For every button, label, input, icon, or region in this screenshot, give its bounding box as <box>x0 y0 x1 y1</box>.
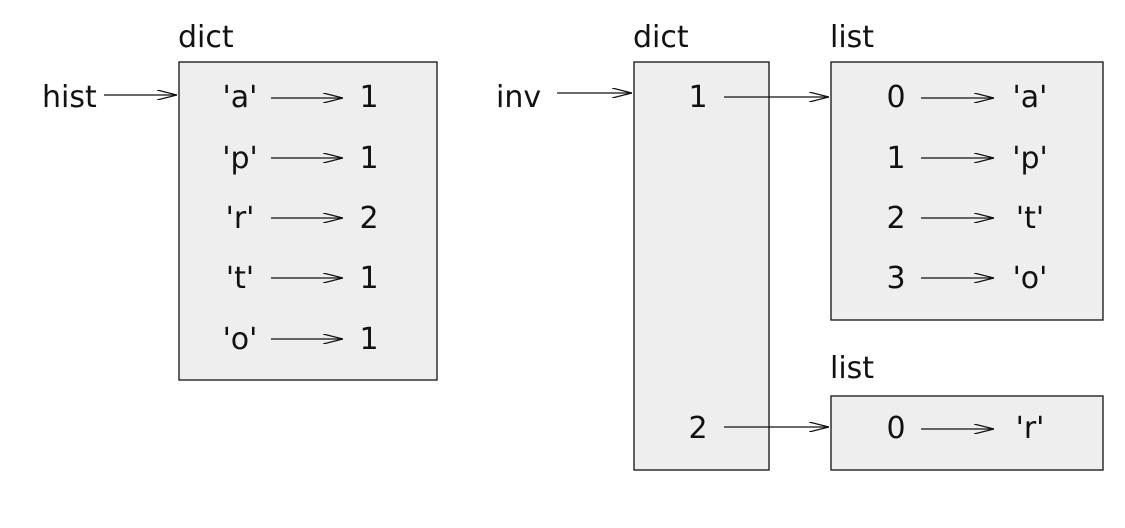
hist-entry-value: 1 <box>359 80 378 115</box>
hist-type-label: dict <box>178 20 234 55</box>
hist-entry-4: 'o' 1 <box>223 322 379 357</box>
list-element-1: 1 'p' <box>886 141 1047 176</box>
hist-entry-value: 1 <box>359 141 378 176</box>
list-value: 'r' <box>1016 411 1045 446</box>
list-index: 0 <box>886 80 905 115</box>
list-element-2: 2 't' <box>886 201 1044 236</box>
inv-group: dict inv 1 2 <box>496 20 829 471</box>
list-group-2: list 0 'r' <box>830 351 1104 471</box>
hist-entry-key: 'p' <box>222 141 258 176</box>
hist-entry-value: 2 <box>359 201 378 236</box>
hist-entry-1: 'p' 1 <box>222 141 378 176</box>
list-value: 't' <box>1016 201 1044 236</box>
list-box <box>830 395 1104 471</box>
list-box <box>830 61 1104 321</box>
list-element-0: 0 'r' <box>886 411 1044 446</box>
inv-entry-0: 1 <box>688 80 829 115</box>
hist-entry-key: 'o' <box>223 322 258 357</box>
list-group-1: list 0 'a' 1 'p' 2 't' 3 'o' <box>830 20 1104 321</box>
list-index: 2 <box>886 201 905 236</box>
list-type-label: list <box>830 351 874 386</box>
hist-variable-label: hist <box>42 80 97 115</box>
list-element-3: 3 'o' <box>886 261 1047 296</box>
list-index: 1 <box>886 141 905 176</box>
hist-dict-box <box>178 61 438 381</box>
inv-type-label: dict <box>633 20 689 55</box>
inv-entry-key: 1 <box>688 80 707 115</box>
hist-entry-2: 'r' 2 <box>226 201 379 236</box>
hist-entry-value: 1 <box>359 261 378 296</box>
list-index: 0 <box>886 411 905 446</box>
hist-entry-key: 't' <box>226 261 254 296</box>
hist-entry-key: 'r' <box>226 201 255 236</box>
list-value: 'p' <box>1012 141 1048 176</box>
inv-entry-key: 2 <box>688 411 707 446</box>
list-element-0: 0 'a' <box>886 80 1047 115</box>
hist-entry-key: 'a' <box>223 80 258 115</box>
list-type-label: list <box>830 20 874 55</box>
hist-group: dict hist 'a' 1 'p' 1 'r' 2 't' 1 'o' 1 <box>42 20 438 381</box>
hist-entry-3: 't' 1 <box>226 261 379 296</box>
list-value: 'a' <box>1013 80 1048 115</box>
list-value: 'o' <box>1013 261 1048 296</box>
inv-entry-1: 2 <box>688 411 829 446</box>
inv-variable-label: inv <box>496 80 541 115</box>
hist-entry-0: 'a' 1 <box>223 80 379 115</box>
inv-dict-box <box>633 61 770 471</box>
list-index: 3 <box>886 261 905 296</box>
hist-entry-value: 1 <box>359 322 378 357</box>
